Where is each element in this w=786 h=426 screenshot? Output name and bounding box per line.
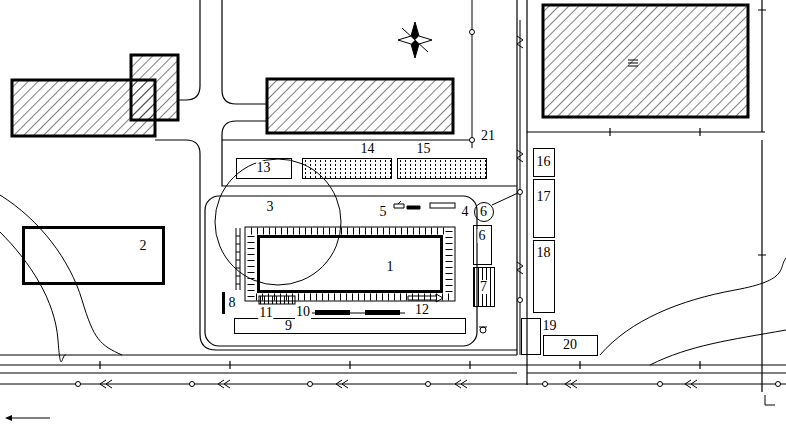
material-yard: 14 [302,158,392,179]
long-shed: 9 [234,318,466,334]
facility-box: 16 [533,148,555,177]
callout-number: 8 [228,296,237,310]
north-arrow [398,22,432,58]
scaffold-ring [236,227,455,301]
callout-number: 9 [284,319,293,333]
material-yard: 15 [397,158,487,179]
callout-number: 21 [480,129,496,143]
building-box: 1 [257,235,443,293]
callout-number: 7 [479,280,488,294]
callout-number: 6 [478,229,487,243]
callout-number: 20 [562,338,578,352]
callout-number: 16 [536,155,552,169]
callout-number: 17 [536,190,552,204]
callout-number: 2 [139,239,148,253]
building-box: 2 [22,226,165,285]
facility-box: 7 [473,267,495,307]
callout-number: 1 [386,260,395,274]
site-facilities [222,201,487,333]
callout-number: 11 [258,306,273,320]
callout-number: 5 [379,205,388,219]
contour-lines [0,195,786,365]
callout-number: 6 [479,205,488,219]
callout-number: 18 [536,246,552,260]
storage-box: 13 [236,158,292,179]
callout-number: 3 [266,200,275,214]
callout-number: 13 [256,161,272,175]
hatched-buildings [12,5,748,136]
roads [0,0,786,392]
pipe-line [0,0,786,388]
callout-number: 14 [360,142,376,156]
callout-number: 4 [461,205,470,219]
callout-number: 15 [416,142,432,156]
scale-arrow [5,395,775,421]
facility-box: 18 [533,240,555,313]
facility-circle: 6 [474,202,494,222]
callout-number: 12 [414,303,430,317]
facility-box: 6 [473,225,492,265]
callout-number: 19 [542,319,558,333]
facility-box: 17 [533,179,555,238]
callout-number: 10 [295,305,311,319]
guard-box: 20 [543,335,598,356]
gate-box: 19 [521,318,541,355]
